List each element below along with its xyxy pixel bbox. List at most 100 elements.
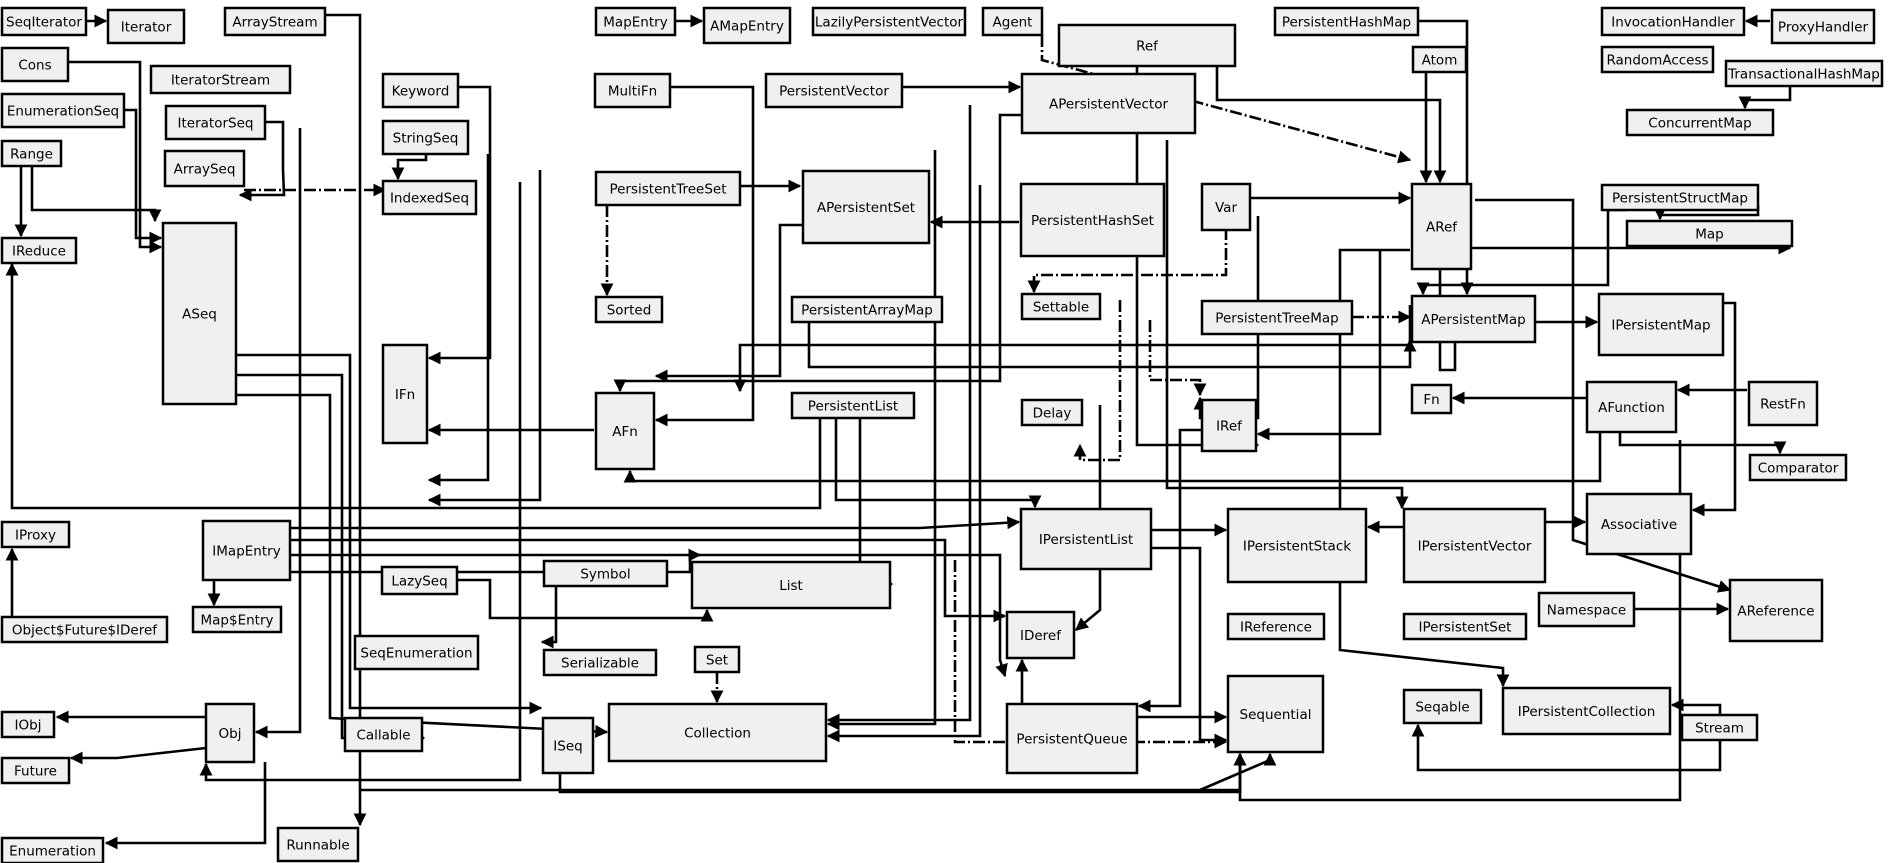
node-label: ASeq bbox=[182, 307, 217, 323]
node-iteratorseq: IteratorSeq bbox=[164, 104, 267, 141]
node-box bbox=[381, 343, 429, 445]
node-label: PersistentStructMap bbox=[1612, 191, 1748, 207]
node-ipersistentvector: IPersistentVector bbox=[1402, 507, 1547, 584]
node-box bbox=[0, 756, 71, 785]
node-label: Agent bbox=[993, 15, 1033, 31]
node-label: ConcurrentMap bbox=[1648, 116, 1751, 132]
node-afunction: AFunction bbox=[1585, 380, 1678, 434]
node-box bbox=[1501, 686, 1672, 736]
node-label: Sequential bbox=[1240, 707, 1312, 723]
node-label: Comparator bbox=[1758, 461, 1839, 477]
node-label: LazilyPersistentVector bbox=[815, 15, 964, 31]
node-arrayseq: ArraySeq bbox=[163, 149, 246, 188]
node-future: Future bbox=[0, 756, 71, 785]
node-ipersistentlist: IPersistentList bbox=[1019, 507, 1153, 571]
node-label: PersistentQueue bbox=[1016, 732, 1127, 748]
node-label: ArraySeq bbox=[174, 162, 236, 178]
edge-61 bbox=[236, 393, 609, 738]
node-label: Runnable bbox=[286, 838, 349, 854]
node-label: TransactionalHashMap bbox=[1727, 67, 1880, 83]
edges bbox=[5, 13, 1792, 850]
node-box bbox=[1747, 380, 1819, 427]
edge-85 bbox=[1199, 752, 1277, 792]
node-box bbox=[1200, 299, 1354, 336]
edge-56 bbox=[1670, 698, 1722, 715]
edge-74 bbox=[1256, 250, 1382, 441]
node-collection: Collection bbox=[607, 702, 828, 763]
node-label: Atom bbox=[1422, 53, 1458, 69]
node-obj: Obj bbox=[204, 702, 256, 764]
node-iseq: ISeq bbox=[541, 716, 595, 775]
node-box bbox=[1402, 507, 1547, 584]
node-label: Seqable bbox=[1415, 700, 1469, 716]
node-box bbox=[353, 634, 480, 671]
node-box bbox=[594, 295, 664, 324]
node-persistentvector: PersistentVector bbox=[764, 72, 904, 109]
node-label: APersistentMap bbox=[1421, 312, 1526, 328]
node-box bbox=[594, 391, 656, 471]
node-settable: Settable bbox=[1020, 292, 1102, 321]
node-label: PersistentHashSet bbox=[1031, 213, 1154, 229]
node-label: IReduce bbox=[12, 244, 66, 260]
node-ipersistentset: IPersistentSet bbox=[1402, 612, 1528, 641]
node-agent: Agent bbox=[981, 6, 1044, 37]
node-label: Enumeration bbox=[9, 844, 96, 860]
node-box bbox=[542, 559, 669, 588]
node-set: Set bbox=[693, 645, 741, 674]
node-box bbox=[163, 149, 246, 188]
node-multifn: MultiFn bbox=[593, 72, 672, 109]
node-iterator: Iterator bbox=[106, 8, 186, 45]
node-box bbox=[1020, 292, 1102, 321]
node-label: Keyword bbox=[392, 84, 450, 100]
node-label: IPersistentMap bbox=[1611, 318, 1710, 334]
node-box bbox=[542, 648, 658, 677]
node-box bbox=[1597, 292, 1725, 357]
node-box bbox=[1057, 23, 1237, 68]
node-box bbox=[1600, 45, 1715, 74]
node-box bbox=[380, 565, 459, 596]
node-proxyhandler: ProxyHandler bbox=[1770, 8, 1876, 45]
node-ireference: IReference bbox=[1226, 612, 1326, 641]
node-stream: Stream bbox=[1680, 713, 1759, 742]
node-box bbox=[1600, 6, 1746, 37]
node-label: Settable bbox=[1033, 300, 1089, 316]
node-label: PersistentVector bbox=[779, 84, 889, 100]
node-box bbox=[1226, 612, 1326, 641]
node-label: AReference bbox=[1737, 604, 1814, 620]
edge-82 bbox=[427, 170, 542, 507]
node-fn: Fn bbox=[1410, 383, 1453, 415]
edge-52 bbox=[457, 578, 714, 622]
node-namespace: Namespace bbox=[1537, 591, 1636, 628]
node-box bbox=[1020, 72, 1197, 135]
node-areference: AReference bbox=[1728, 578, 1824, 643]
node-box bbox=[981, 6, 1044, 37]
node-box bbox=[764, 72, 904, 109]
node-label: List bbox=[779, 578, 803, 594]
node-label: InvocationHandler bbox=[1611, 15, 1735, 31]
node-label: PersistentTreeMap bbox=[1215, 311, 1338, 327]
edge-16 bbox=[1027, 228, 1228, 294]
node-box bbox=[1226, 674, 1325, 754]
node-label: APersistentVector bbox=[1049, 97, 1168, 113]
node-box bbox=[0, 139, 63, 168]
node-iref: IRef bbox=[1200, 398, 1258, 453]
node-box bbox=[0, 46, 70, 83]
node-label: IObj bbox=[15, 718, 42, 734]
node-enumerationseq: EnumerationSeq bbox=[0, 92, 126, 129]
edge-86 bbox=[1073, 300, 1122, 462]
node-aseq: ASeq bbox=[161, 221, 238, 406]
edge-75 bbox=[826, 105, 972, 727]
node-apersistentset: APersistentSet bbox=[801, 169, 931, 245]
node-sorted: Sorted bbox=[594, 295, 664, 324]
node-box bbox=[223, 6, 327, 37]
edge-5 bbox=[391, 154, 428, 181]
edge-70 bbox=[1165, 140, 1409, 510]
edge-66 bbox=[290, 548, 702, 574]
node-label: AFunction bbox=[1598, 400, 1665, 416]
node-seqiterator: SeqIterator bbox=[0, 6, 88, 37]
node-persistentlist: PersistentList bbox=[790, 391, 916, 420]
node-runnable: Runnable bbox=[276, 826, 360, 863]
node-label: AFn bbox=[612, 424, 638, 440]
edge-26 bbox=[1438, 241, 1792, 372]
node-range: Range bbox=[0, 139, 63, 168]
